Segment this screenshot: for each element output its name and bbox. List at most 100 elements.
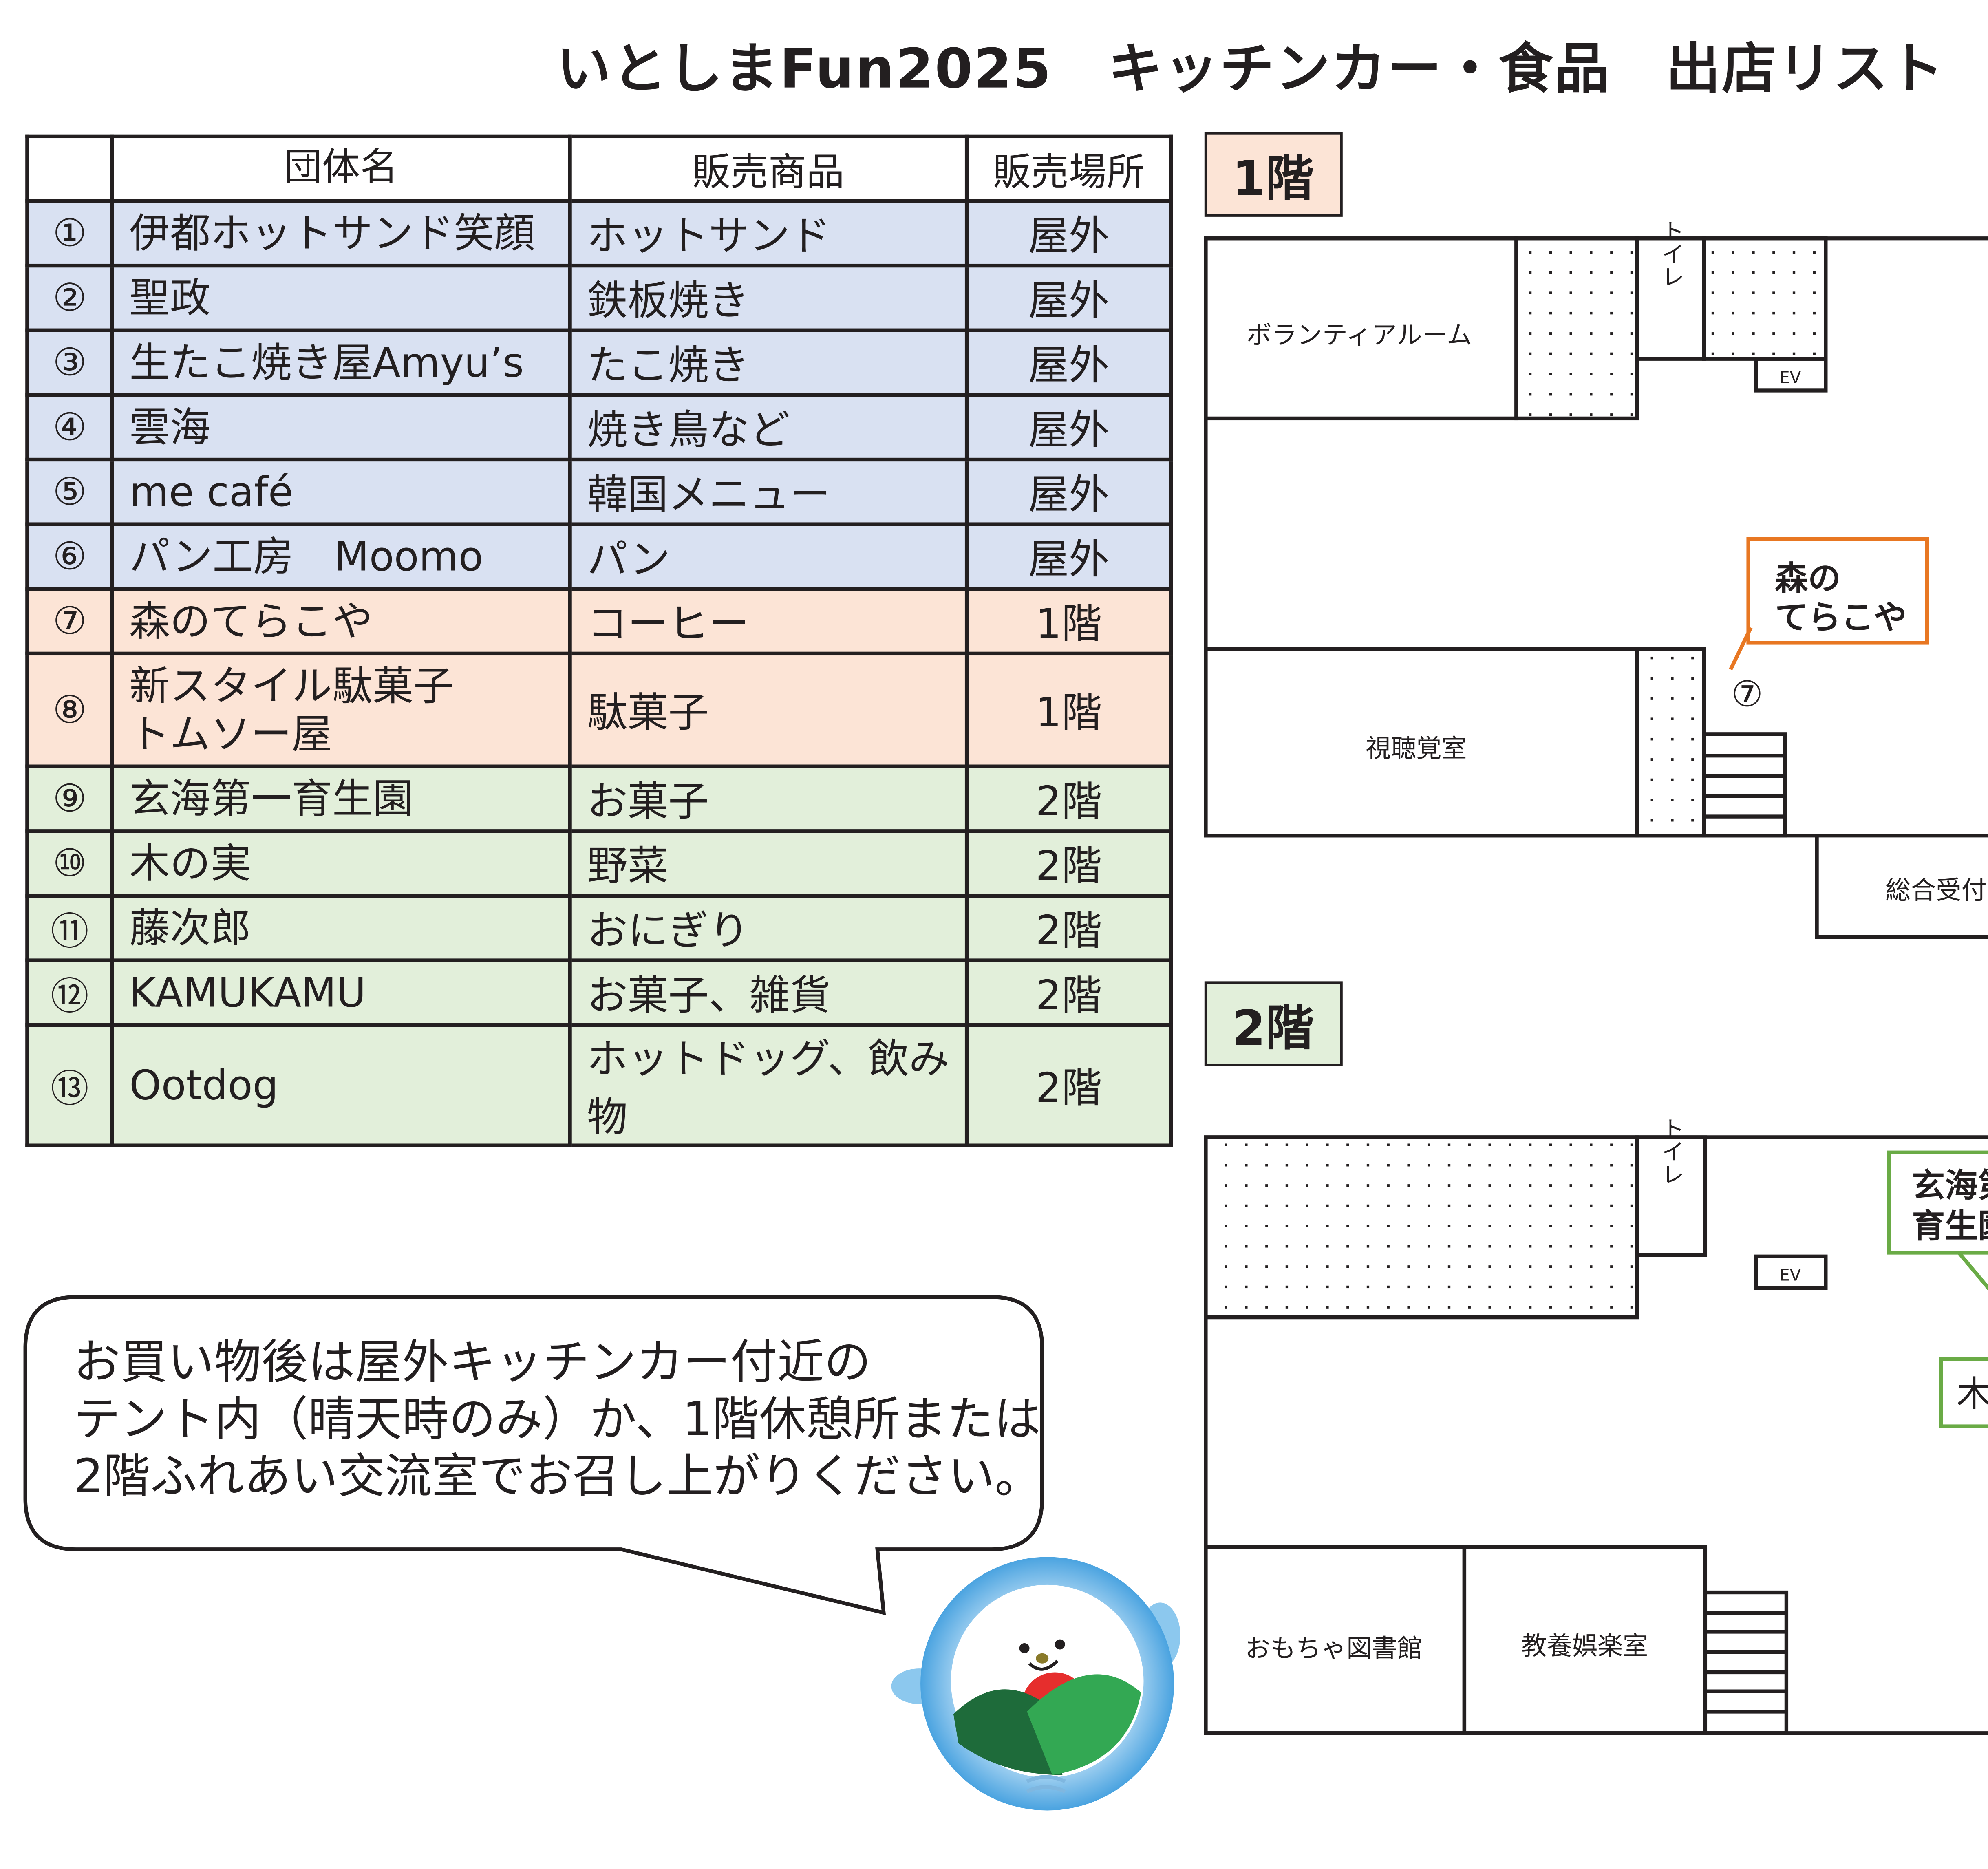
callout-10-line1: 木 (1956, 1373, 1988, 1414)
product: 鉄板焼き (568, 263, 969, 332)
stairs-1f (1702, 732, 1787, 838)
group-name: 森のてらこや (110, 587, 572, 656)
row-number: ⑩ (25, 829, 114, 898)
place: 屋外 (964, 199, 1173, 268)
product: 韓国メニュー (568, 457, 969, 526)
product: ホットドッグ、飲み物 (568, 1023, 969, 1147)
room-reception: 総合受付 (1885, 875, 1987, 905)
product: お菓子、雑貨 (568, 958, 969, 1027)
header-product: 販売商品 (568, 134, 969, 203)
group-name: 雲海 (110, 393, 572, 462)
callout-box-7 (1746, 537, 1929, 645)
callout-9-line1: 玄海第 (1912, 1167, 1988, 1205)
row-number: ⑨ (25, 764, 114, 833)
mascot-logo (891, 1557, 1180, 1811)
product: おにぎり (568, 894, 969, 962)
room-toy-library: おもちゃ図書館 (1245, 1633, 1422, 1663)
dotted-area (1514, 236, 1639, 421)
place: 2階 (964, 829, 1173, 898)
row-number: ② (25, 263, 114, 332)
callout-7-line2: てらこや (1775, 599, 1906, 637)
room-toilet-2f: トイレ (1658, 1117, 1684, 1185)
toilet-2f (1635, 1135, 1708, 1257)
place: 屋外 (964, 522, 1173, 591)
callout-box-10 (1939, 1357, 1988, 1428)
group-name: 玄海第一育生園 (110, 764, 572, 833)
room-ev-2f: EV (1779, 1265, 1801, 1284)
notice-text: お買い物後は屋外キッチンカー付近の テント内（晴天時のみ）か、1階休憩所または … (73, 1335, 1042, 1504)
group-name: Ootdog (110, 1023, 572, 1147)
room-culture: 教養娯楽室 (1521, 1631, 1648, 1661)
group-name: 生たこ焼き屋Amyu’s (110, 328, 572, 397)
product: パン (568, 522, 969, 591)
place: 2階 (964, 764, 1173, 833)
row-number: ⑧ (25, 651, 114, 768)
callout-box-9 (1887, 1150, 1988, 1255)
header-no (25, 134, 114, 203)
table-header: 団体名 販売商品 販売場所 (25, 134, 1173, 203)
stairs-2f (1703, 1590, 1789, 1735)
speech-bubble (23, 1295, 1044, 1615)
floor2-map: 2階 (1204, 981, 1988, 1735)
floor2-label-box (1204, 981, 1343, 1066)
room-toilet-1f: トイレ (1658, 219, 1684, 288)
group-name: 伊都ホットサンド笑顔 (110, 199, 572, 268)
group-name: me café (110, 457, 572, 526)
header-place: 販売場所 (964, 134, 1173, 203)
floor1-map: 1階 (1204, 132, 1988, 939)
product: たこ焼き (568, 328, 969, 397)
place: 2階 (964, 894, 1173, 962)
place: 屋外 (964, 263, 1173, 332)
floor1-label: 1階 (1232, 150, 1314, 207)
place: 2階 (964, 1023, 1173, 1147)
row-number: ⑫ (25, 958, 114, 1027)
floor2-label: 2階 (1232, 1000, 1314, 1056)
row-number: ⑦ (25, 587, 114, 656)
group-name: パン工房 Moomo (110, 522, 572, 591)
product: 焼き鳥など (568, 393, 969, 462)
product: ホットサンド (568, 199, 969, 268)
floor1-label-box (1204, 132, 1343, 217)
place: 1階 (964, 587, 1173, 656)
row-number: ④ (25, 393, 114, 462)
room-volunteer: ボランティアルーム (1246, 320, 1472, 350)
place: 1階 (964, 651, 1173, 768)
group-name: 聖政 (110, 263, 572, 332)
product: 駄菓子 (568, 651, 969, 768)
row-number: ③ (25, 328, 114, 397)
page-title: いとしまFun2025 キッチンカー・食品 出店リスト (556, 38, 1945, 102)
header-group: 団体名 (110, 134, 572, 203)
marker-7: ⑦ (1731, 673, 1763, 715)
group-name: 藤次郎 (110, 894, 572, 962)
product: コーヒー (568, 587, 969, 656)
row-number: ① (25, 199, 114, 268)
place: 屋外 (964, 328, 1173, 397)
room-ev-1f: EV (1779, 367, 1801, 387)
callout-9-line2: 育生園 (1912, 1207, 1988, 1246)
place: 2階 (964, 958, 1173, 1027)
group-name: 木の実 (110, 829, 572, 898)
row-number: ⑬ (25, 1023, 114, 1147)
callout-7-line1: 森の (1775, 559, 1841, 598)
group-name: KAMUKAMU (110, 958, 572, 1027)
ev-1f (1754, 357, 1828, 393)
place: 屋外 (964, 393, 1173, 462)
row-number: ⑪ (25, 894, 114, 962)
group-name: 新スタイル駄菓子 トムソー屋 (110, 651, 572, 768)
place: 屋外 (964, 457, 1173, 526)
product: お菓子 (568, 764, 969, 833)
row-number: ⑤ (25, 457, 114, 526)
